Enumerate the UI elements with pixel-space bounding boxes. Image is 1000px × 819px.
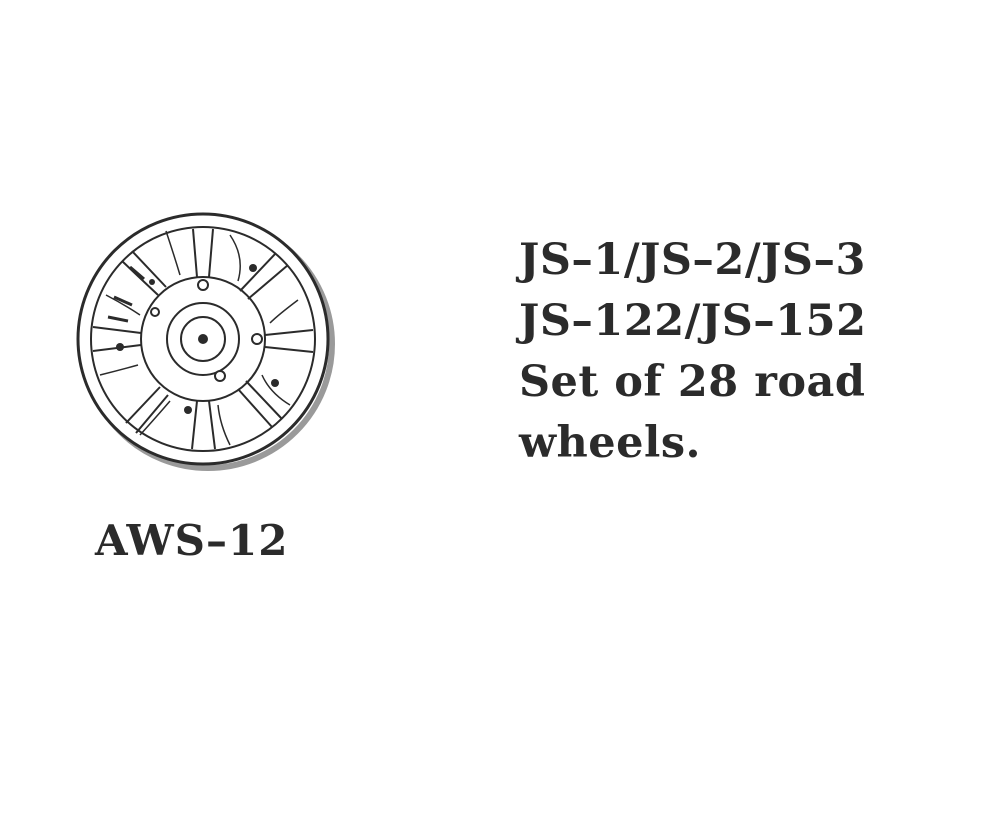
description-line: Set of 28 road xyxy=(519,357,866,407)
road-wheel-illustration xyxy=(70,205,340,475)
product-code: AWS–12 xyxy=(95,516,289,565)
road-wheel-icon xyxy=(76,212,335,471)
description-line: wheels. xyxy=(519,418,702,468)
description-line: JS–122/JS–152 xyxy=(519,296,867,346)
product-description: JS–1/JS–2/JS–3 JS–122/JS–152 Set of 28 r… xyxy=(519,230,979,474)
description-line: JS–1/JS–2/JS–3 xyxy=(519,235,866,285)
